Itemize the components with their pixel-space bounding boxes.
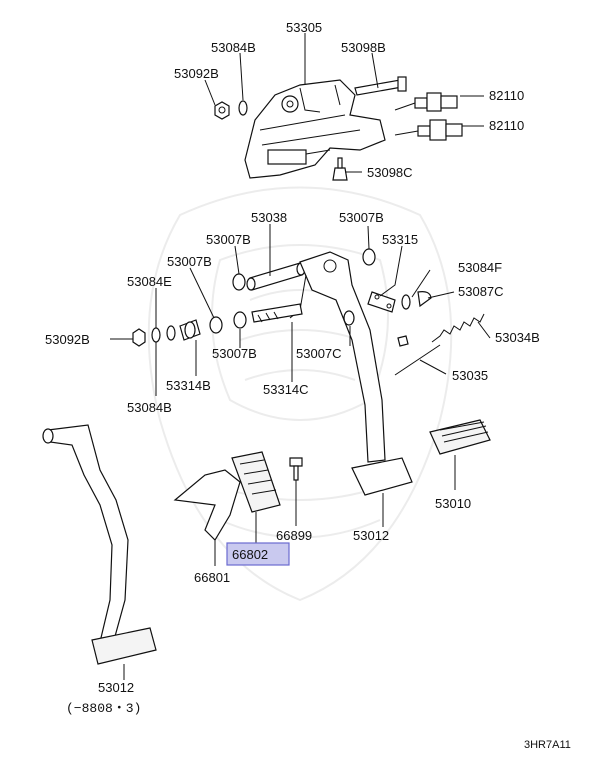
label-53092b-top: 53092B xyxy=(174,66,219,81)
pedal-arm-53012-left xyxy=(42,424,129,643)
bushing-53007b-low xyxy=(233,311,247,329)
stoplamp-switch-82110-a xyxy=(394,92,458,112)
bushing-53007b-left xyxy=(232,273,246,291)
bushing-53007c xyxy=(343,310,355,326)
label-53092b-mid: 53092B xyxy=(45,332,90,347)
link-plate-53315 xyxy=(367,291,396,313)
washer-53084b-low xyxy=(166,325,176,341)
clip-53087c xyxy=(417,291,432,308)
label-53314c: 53314C xyxy=(263,382,309,397)
label-53007b-mid: 53007B xyxy=(167,254,212,269)
washer-53084f xyxy=(401,294,411,310)
label-53010: 53010 xyxy=(435,496,471,511)
pedal-pad-53012-right xyxy=(351,457,413,496)
bolt-53098c xyxy=(332,157,348,181)
label-53098c: 53098C xyxy=(367,165,413,180)
label-53007b-right: 53007B xyxy=(339,210,384,225)
label-82110-a: 82110 xyxy=(489,88,524,103)
label-66899: 66899 xyxy=(276,528,312,543)
label-82110-b: 82110 xyxy=(489,118,524,133)
pivot-shaft-53038 xyxy=(246,262,306,291)
label-66801: 66801 xyxy=(194,570,230,585)
bolt-53098b xyxy=(354,76,407,96)
label-53007b-left: 53007B xyxy=(206,232,251,247)
nut-53092b-mid xyxy=(132,328,146,347)
label-53087c: 53087C xyxy=(458,284,504,299)
leader-lines xyxy=(110,33,491,680)
washer-53084e xyxy=(151,327,161,343)
label-53035: 53035 xyxy=(452,368,488,383)
label-53038: 53038 xyxy=(251,210,287,225)
washer-53084b-top xyxy=(238,100,248,116)
bolt-66899 xyxy=(289,457,303,481)
brake-pedal-pad-53010 xyxy=(429,419,491,455)
rod-53035 xyxy=(394,335,441,376)
label-53034b: 53034B xyxy=(495,330,540,345)
label-53084b-low: 53084B xyxy=(127,400,172,415)
label-53084e: 53084E xyxy=(127,274,172,289)
label-53305: 53305 xyxy=(286,20,322,35)
stoplamp-switch-82110-b xyxy=(394,119,463,141)
label-date-range: (−8808・3) xyxy=(66,701,141,716)
nut-53092b-top xyxy=(214,101,230,120)
return-spring-53034b xyxy=(431,313,485,343)
pedal-pad-53012-left xyxy=(91,627,157,665)
label-53315: 53315 xyxy=(382,232,418,247)
label-53007c: 53007C xyxy=(296,346,342,361)
label-53314b: 53314B xyxy=(166,378,211,393)
diagram-code: 3HR7A11 xyxy=(524,739,571,751)
highlight-box-66802 xyxy=(226,542,290,566)
label-53084f: 53084F xyxy=(458,260,502,275)
label-53098b: 53098B xyxy=(341,40,386,55)
bushing-53007b-mid xyxy=(209,316,223,334)
label-53012-right: 53012 xyxy=(353,528,389,543)
bushing-53314b xyxy=(179,319,201,341)
label-53012-left: 53012 xyxy=(98,680,134,695)
shaft-53314c xyxy=(251,303,303,323)
label-53007b-low: 53007B xyxy=(212,346,257,361)
pedal-bracket-66801 xyxy=(173,469,241,541)
accelerator-pedal-66802 xyxy=(231,451,281,513)
bushing-53007b-right xyxy=(362,248,376,266)
bracket-assembly-53305 xyxy=(244,79,386,179)
label-66802: 66802 xyxy=(232,547,268,562)
label-53084b-top: 53084B xyxy=(211,40,256,55)
